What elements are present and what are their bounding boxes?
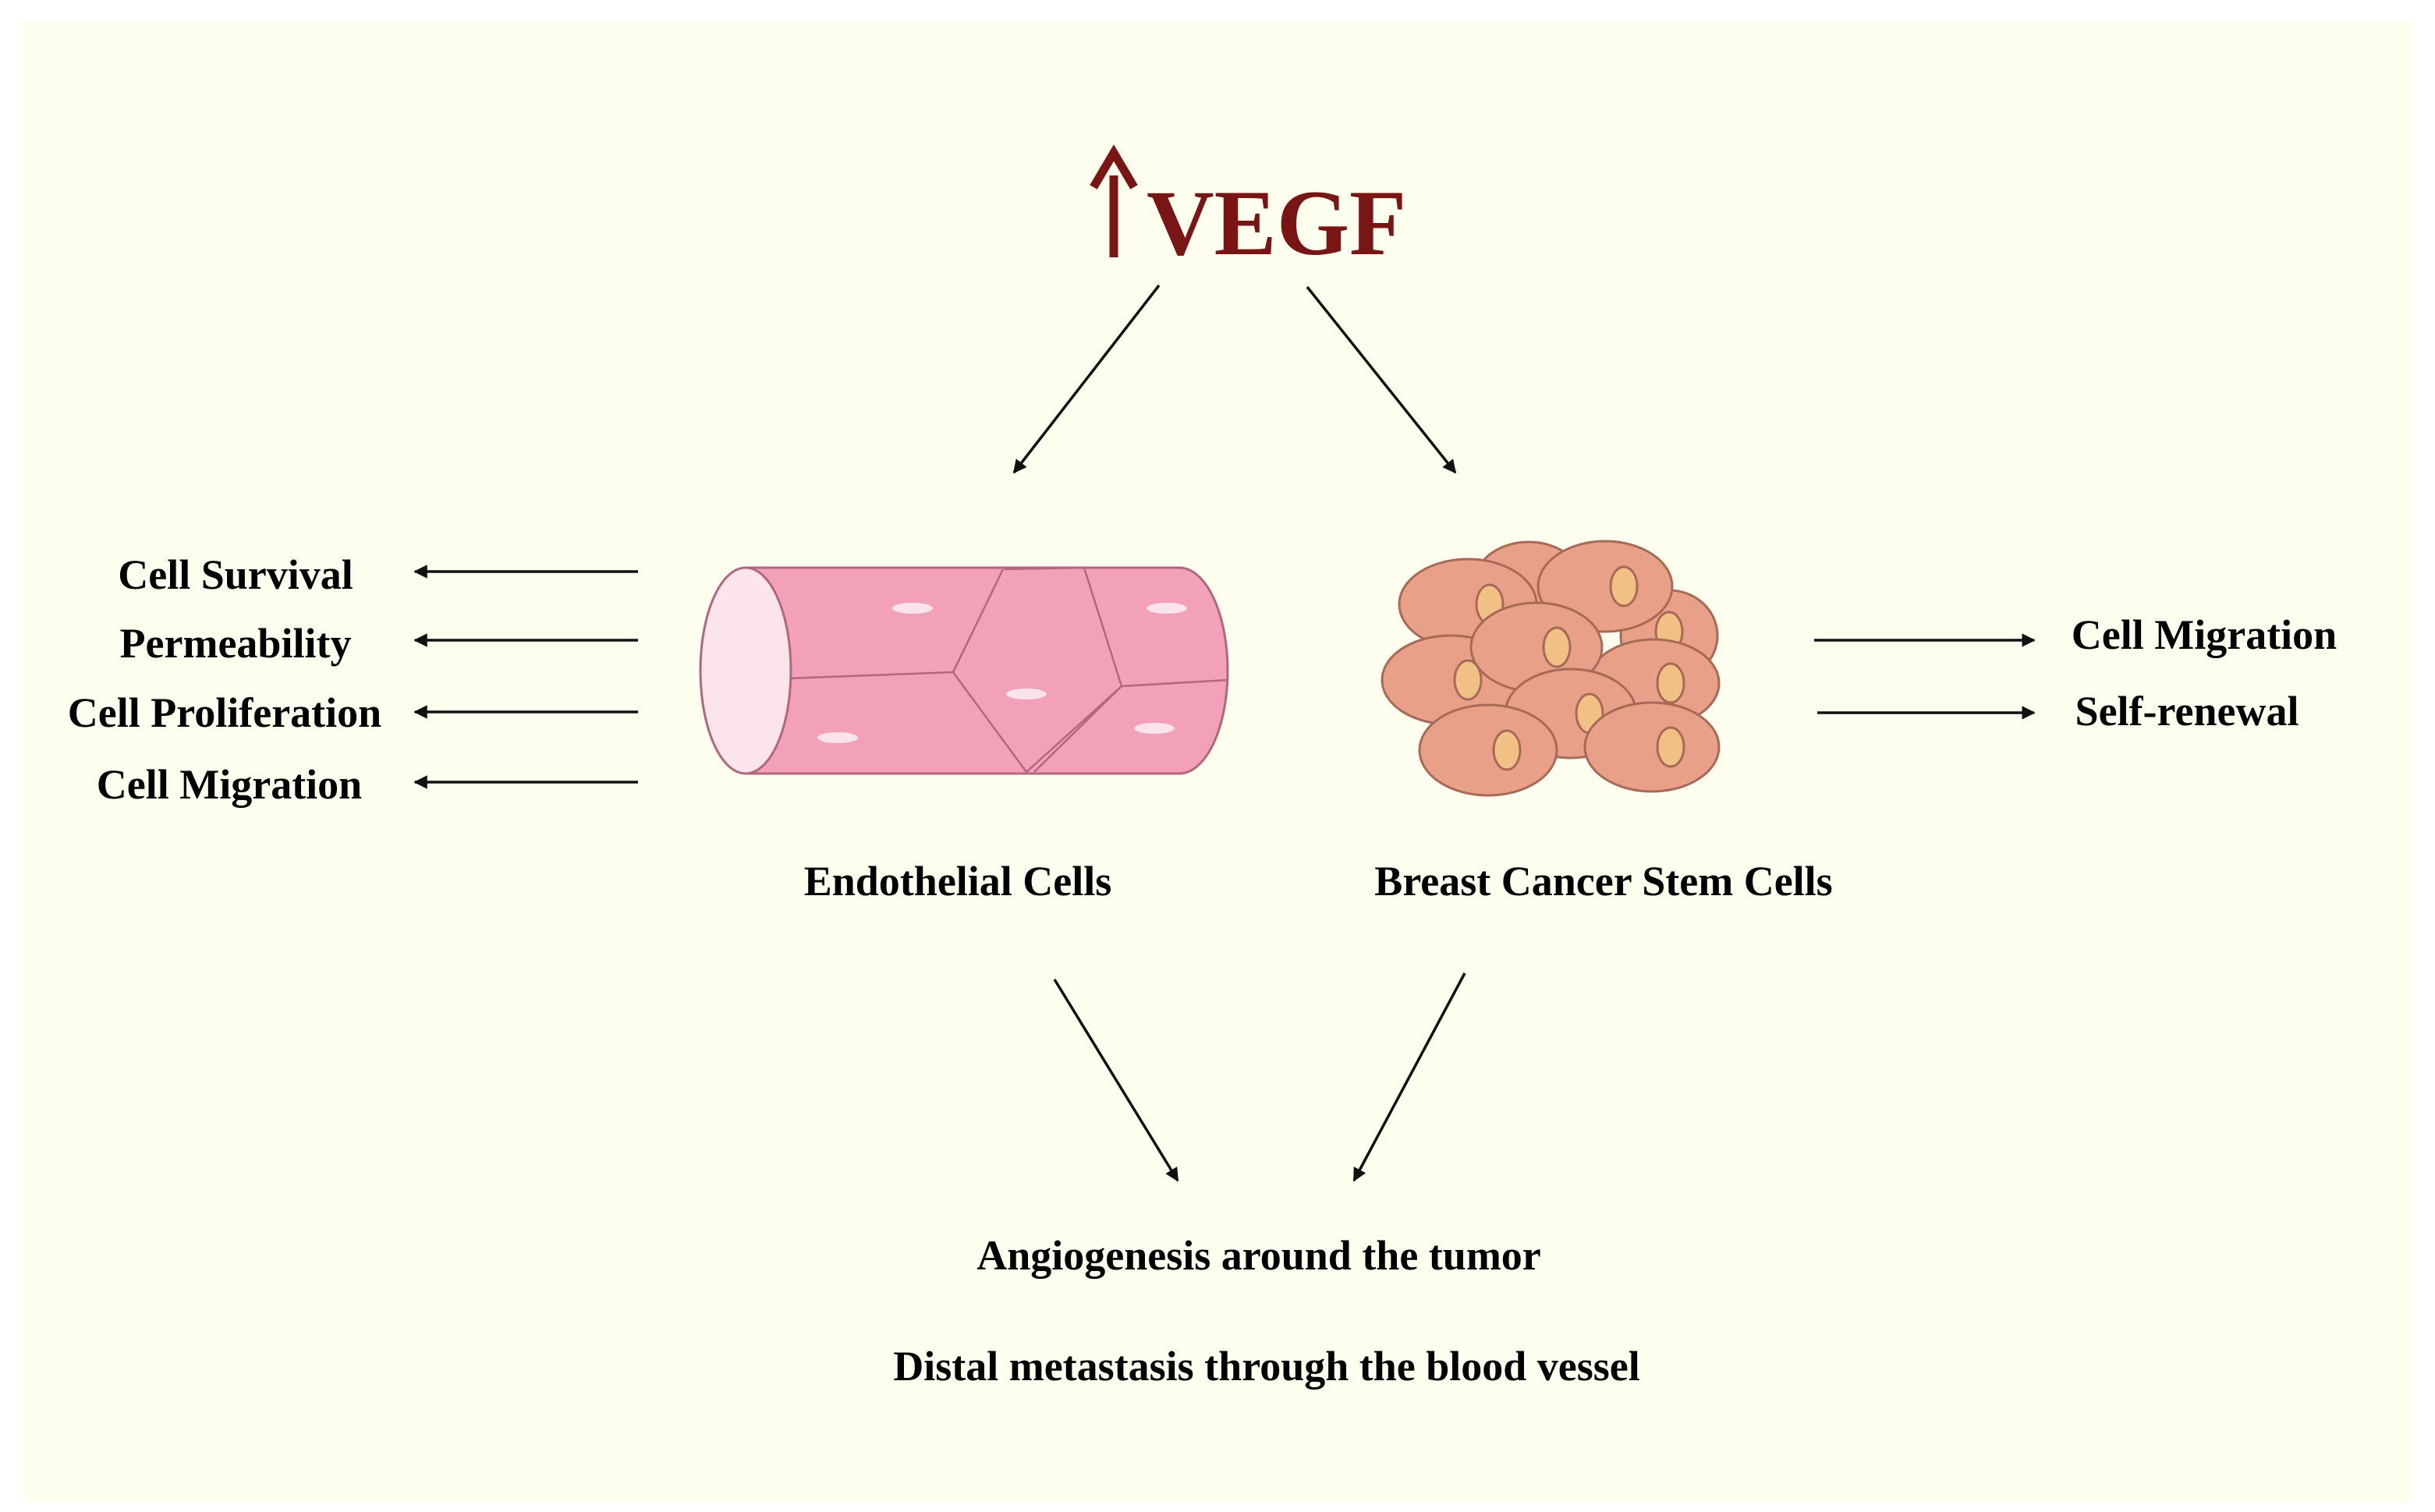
outcome-label: Distal metastasis through the blood vess… (893, 1343, 1640, 1390)
cancer-cell (1418, 703, 1558, 797)
right-effect-label: Cell Migration (2072, 611, 2337, 658)
right-effect-label: Self-renewal (2075, 688, 2299, 735)
endothelial-cells-label: Endothelial Cells (804, 858, 1112, 905)
cancer-cell-cluster (1381, 540, 1721, 797)
arrow-cancer-to-outcome (1352, 972, 1466, 1182)
blood-vessel-illustration (699, 566, 1229, 775)
left-effect-label: Cell Migration (97, 761, 362, 808)
arrow-vegf-to-endothelial (1012, 284, 1161, 474)
arrow-vegf-to-cancer (1306, 285, 1457, 474)
diagram-background (23, 22, 2413, 1502)
left-effect-label: Cell Survival (118, 551, 353, 598)
arrow-endothelial-to-outcome (1053, 979, 1179, 1182)
cancer-cell (1583, 701, 1721, 793)
outcome-label: Angiogenesis around the tumor (976, 1232, 1541, 1279)
cancer-stem-cells-label: Breast Cancer Stem Cells (1374, 858, 1832, 905)
vegf-title: VEGF (1090, 144, 1406, 274)
left-effect-label: Permeability (120, 620, 352, 667)
left-effect-label: Cell Proliferation (68, 689, 381, 736)
up-arrow-icon (1090, 144, 1138, 257)
title-text: VEGF (1147, 171, 1406, 274)
